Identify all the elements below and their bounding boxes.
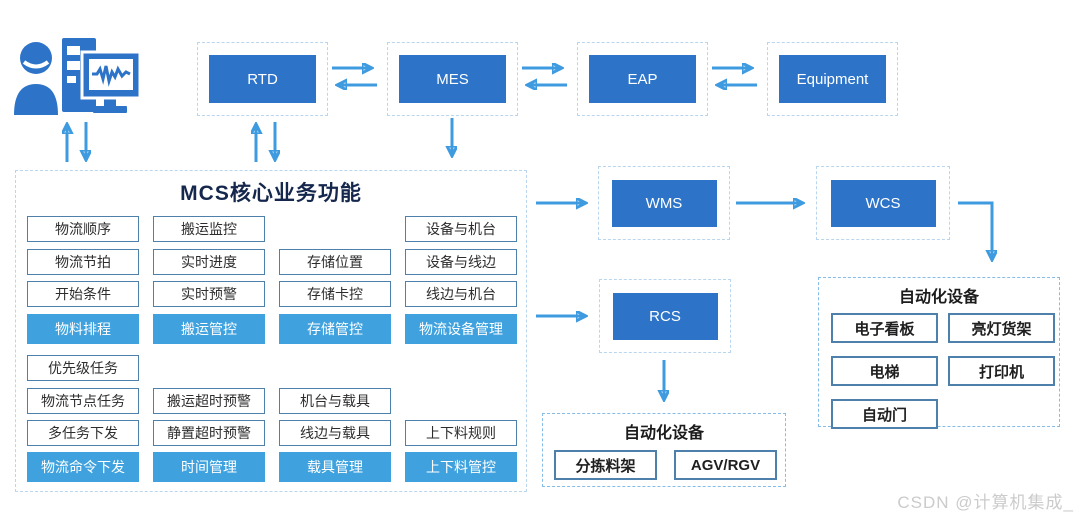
system-label-equipment: Equipment: [796, 70, 869, 88]
mcs-function-group: 物流设备管理: [405, 314, 517, 344]
system-label-eap: EAP: [627, 70, 658, 88]
operator-workstation-icon: [12, 36, 142, 121]
waveform-icon: [92, 65, 131, 87]
automation-panel-bottom: 自动化设备 分拣料架 AGV/RGV: [542, 413, 786, 487]
mcs-function-group: 物料排程: [27, 314, 139, 344]
automation-item: 分拣料架: [554, 450, 657, 480]
mcs-function-item: 物流顺序: [27, 216, 139, 242]
system-box-wms: WMS: [611, 179, 717, 227]
system-node-eap: EAP: [577, 42, 708, 116]
mcs-function-item: 设备与线边: [405, 249, 517, 275]
mcs-function-group: 物流命令下发: [27, 452, 139, 482]
mcs-function-group: 搬运管控: [153, 314, 265, 344]
system-box-eap: EAP: [589, 55, 696, 103]
automation-item: 电子看板: [831, 313, 938, 343]
system-label-wcs: WCS: [865, 194, 901, 212]
automation-panel-right: 自动化设备 电子看板亮灯货架电梯打印机自动门: [818, 277, 1060, 429]
system-node-rcs: RCS: [599, 279, 731, 353]
system-box-mes: MES: [399, 55, 506, 103]
system-box-wcs: WCS: [830, 179, 936, 227]
mcs-function-item: 优先级任务: [27, 355, 139, 381]
system-box-rcs: RCS: [612, 292, 718, 340]
system-label-wms: WMS: [645, 194, 683, 212]
arrow-wcs-to-automation: [958, 201, 992, 259]
mcs-function-item: 设备与机台: [405, 216, 517, 242]
mcs-function-item: 多任务下发: [27, 420, 139, 446]
system-label-mes: MES: [436, 70, 469, 88]
mcs-panel-title: MCS核心业务功能: [180, 182, 362, 205]
mcs-panel: MCS核心业务功能 物流顺序搬运监控 设备与机台物流节拍实时进度存储位置设备与线边…: [15, 170, 527, 492]
person-icon: [20, 42, 52, 74]
automation-item: 亮灯货架: [948, 313, 1055, 343]
system-label-rtd: RTD: [247, 70, 278, 88]
watermark: CSDN @计算机集成_: [897, 493, 1074, 512]
automation-bottom-items: 分拣料架 AGV/RGV: [543, 443, 785, 480]
automation-item: 打印机: [948, 356, 1055, 386]
mcs-function-item: 存储卡控: [279, 281, 391, 307]
mcs-function-group: 上下料管控: [405, 452, 517, 482]
automation-panel-bottom-title: 自动化设备: [623, 425, 704, 442]
automation-item: 自动门: [831, 399, 938, 429]
mcs-function-item: 实时进度: [153, 249, 265, 275]
automation-item: AGV/RGV: [674, 450, 777, 480]
mcs-function-item: 静置超时预警: [153, 420, 265, 446]
mcs-function-item: 线边与载具: [279, 420, 391, 446]
system-box-equipment: Equipment: [779, 55, 886, 103]
system-node-wms: WMS: [598, 166, 730, 240]
mcs-function-item: 搬运超时预警: [153, 388, 265, 414]
mcs-function-item: 物流节拍: [27, 249, 139, 275]
system-node-rtd: RTD: [197, 42, 328, 116]
mcs-function-item: 开始条件: [27, 281, 139, 307]
mcs-function-group: 存储管控: [279, 314, 391, 344]
mcs-function-item: 线边与机台: [405, 281, 517, 307]
system-node-wcs: WCS: [816, 166, 950, 240]
automation-right-items: 电子看板亮灯货架电梯打印机自动门: [819, 307, 1059, 429]
mcs-function-item: 上下料规则: [405, 420, 517, 446]
system-box-rtd: RTD: [209, 55, 316, 103]
mcs-function-item: 实时预警: [153, 281, 265, 307]
system-label-rcs: RCS: [649, 307, 681, 325]
mcs-function-group: 载具管理: [279, 452, 391, 482]
automation-panel-right-title: 自动化设备: [898, 289, 979, 306]
mcs-function-item: 机台与载具: [279, 388, 391, 414]
mcs-function-item: 存储位置: [279, 249, 391, 275]
monitor-stand-icon: [93, 106, 127, 113]
mcs-function-item: 搬运监控: [153, 216, 265, 242]
mcs-function-group: 时间管理: [153, 452, 265, 482]
system-node-equipment: Equipment: [767, 42, 898, 116]
system-node-mes: MES: [387, 42, 518, 116]
automation-item: 电梯: [831, 356, 938, 386]
mcs-function-item: 物流节点任务: [27, 388, 139, 414]
